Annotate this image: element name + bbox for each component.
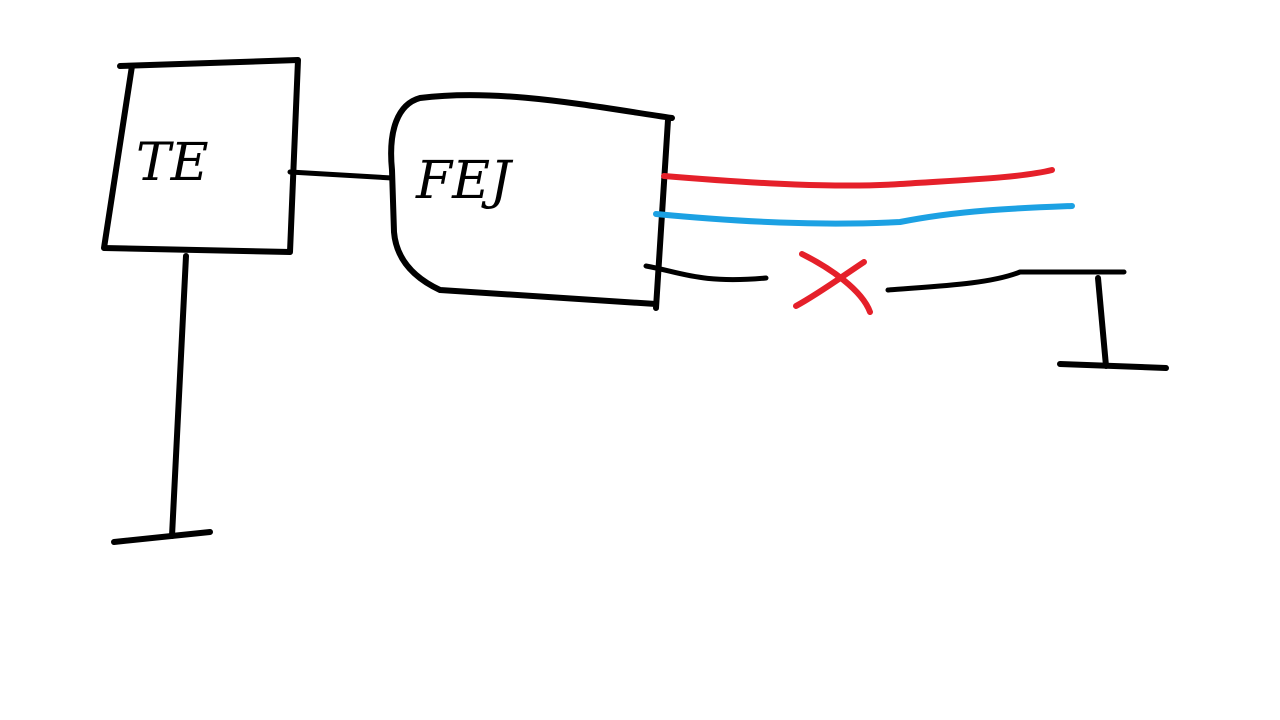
right-ground-symbol [1057,361,1169,371]
te-ground-wire [169,253,189,539]
break-x-stroke-1 [799,251,873,315]
te-box [101,57,301,255]
te-node: TE [101,57,301,255]
te-fej-link [287,169,395,181]
fej-node: FEJ [388,92,675,311]
right-ground-wire [1095,275,1109,369]
black-line-left-segment [643,263,769,283]
te-ground-symbol [111,529,213,545]
red-line [661,167,1055,189]
break-x-stroke-2 [793,259,867,309]
blue-line [653,203,1075,227]
black-line-right-segment [885,269,1127,293]
te-label: TE [136,133,209,193]
break-x-mark [793,251,873,315]
fej-label: FEJ [415,151,514,211]
